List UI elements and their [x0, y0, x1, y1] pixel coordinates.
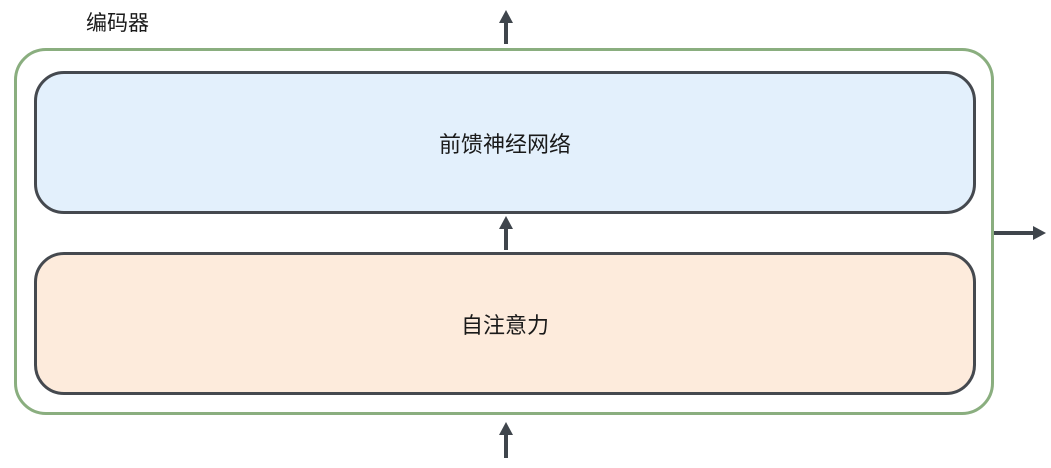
- input-up-arrow: [499, 422, 513, 458]
- output-right-arrow: [994, 226, 1046, 240]
- encoder-title: 编码器: [86, 11, 149, 35]
- self-attention-box: 自注意力: [34, 252, 976, 395]
- feed-forward-box: 前馈神经网络: [34, 71, 976, 214]
- output-up-arrow: [499, 10, 513, 44]
- inner-up-arrow: [499, 216, 513, 250]
- self-attention-label: 自注意力: [460, 313, 549, 339]
- feed-forward-label: 前馈神经网络: [438, 132, 571, 158]
